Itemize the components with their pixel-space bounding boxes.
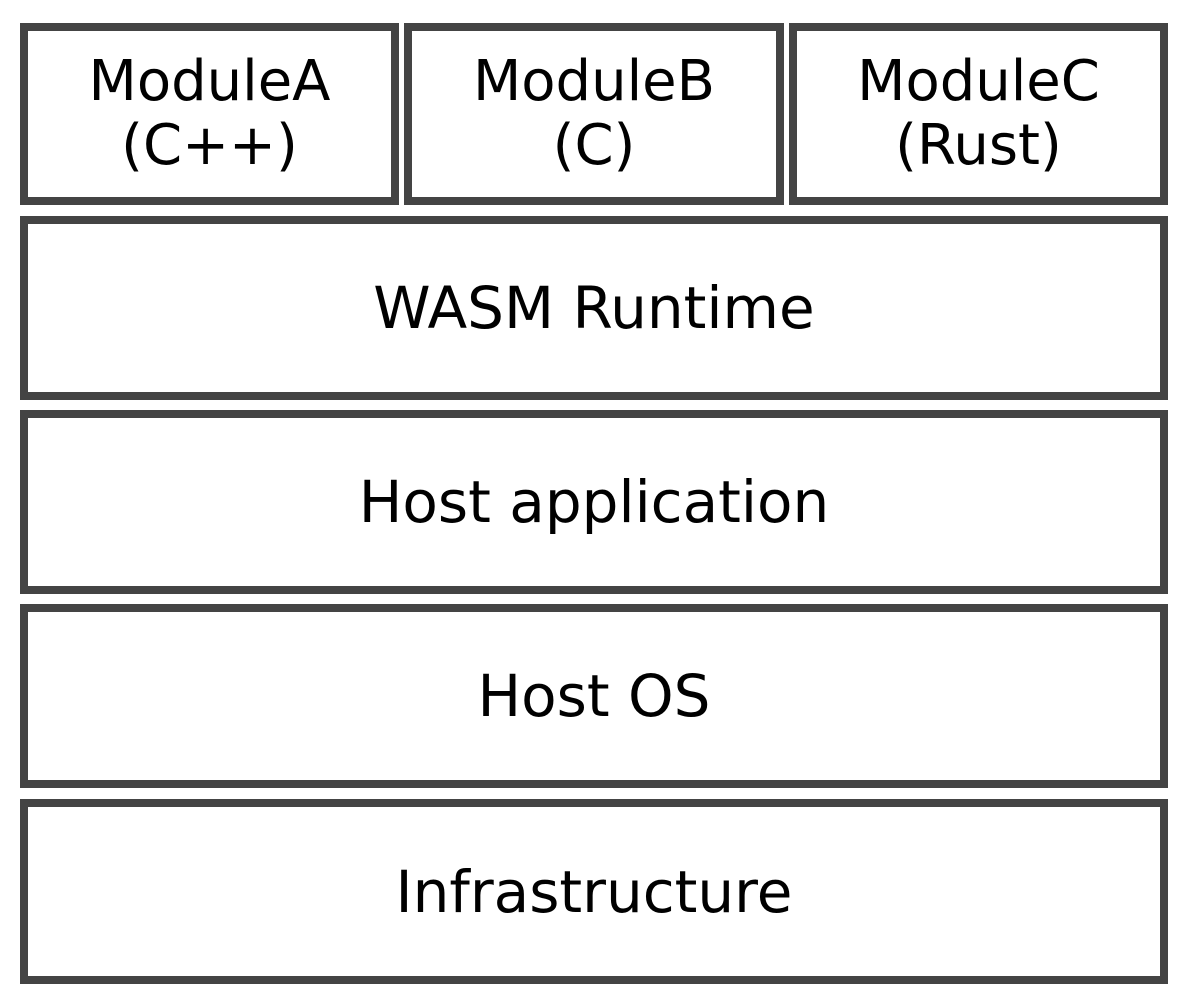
module-b-name: ModuleB	[472, 49, 716, 114]
module-a-language: (C++)	[121, 113, 298, 178]
module-b-language: (C)	[552, 113, 636, 178]
module-b-box: ModuleB (C)	[404, 23, 784, 205]
infrastructure-label: Infrastructure	[395, 857, 793, 926]
module-c-box: ModuleC (Rust)	[789, 23, 1168, 205]
host-os-layer: Host OS	[20, 604, 1168, 788]
module-a-name: ModuleA	[88, 49, 331, 114]
host-application-label: Host application	[358, 468, 830, 536]
module-a-box: ModuleA (C++)	[20, 23, 399, 205]
module-c-name: ModuleC	[857, 49, 1100, 114]
wasm-runtime-label: WASM Runtime	[373, 274, 815, 342]
infrastructure-layer: Infrastructure	[20, 799, 1168, 984]
module-c-language: (Rust)	[895, 113, 1062, 178]
wasm-runtime-layer: WASM Runtime	[20, 216, 1168, 400]
host-os-label: Host OS	[477, 662, 711, 730]
host-application-layer: Host application	[20, 410, 1168, 594]
